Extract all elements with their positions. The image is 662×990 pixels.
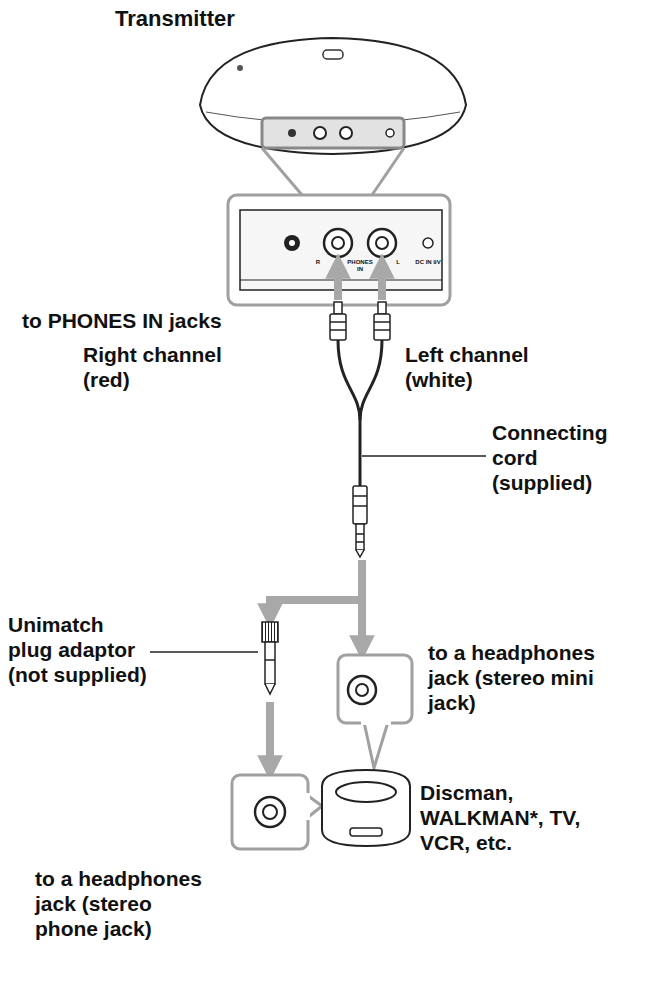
leader-lines: [150, 456, 486, 652]
zoom-callout: [228, 148, 450, 305]
device-label: Discman, WALKMAN*, TV, VCR, etc.: [420, 780, 595, 856]
cable-label: Connecting cord (supplied): [492, 420, 632, 496]
cable-label: Left channel (white): [405, 342, 555, 392]
part-label: Unimatch plug adaptor (not supplied): [8, 612, 148, 688]
cable-label: Right channel (red): [83, 342, 233, 392]
transmitter-body: [200, 38, 466, 154]
connection-note: to PHONES IN jacks: [22, 308, 222, 333]
jack-bubble: [338, 655, 412, 768]
audio-device: [322, 770, 410, 846]
connection-note: to a headphones jack (stereo mini jack): [428, 640, 618, 716]
jack-marking: PHONES IN: [344, 259, 376, 273]
jack-bubble: [232, 775, 322, 849]
direction-arrows: [270, 266, 382, 768]
jack-marking: L: [392, 259, 404, 266]
plug-adaptor: [262, 622, 278, 694]
connection-note: to a headphones jack (stereo phone jack): [35, 866, 207, 942]
jack-marking: R: [312, 259, 324, 266]
jack-marking: DC IN 9V: [413, 259, 443, 266]
connecting-cord: [330, 302, 390, 557]
part-name: Transmitter: [115, 6, 235, 32]
